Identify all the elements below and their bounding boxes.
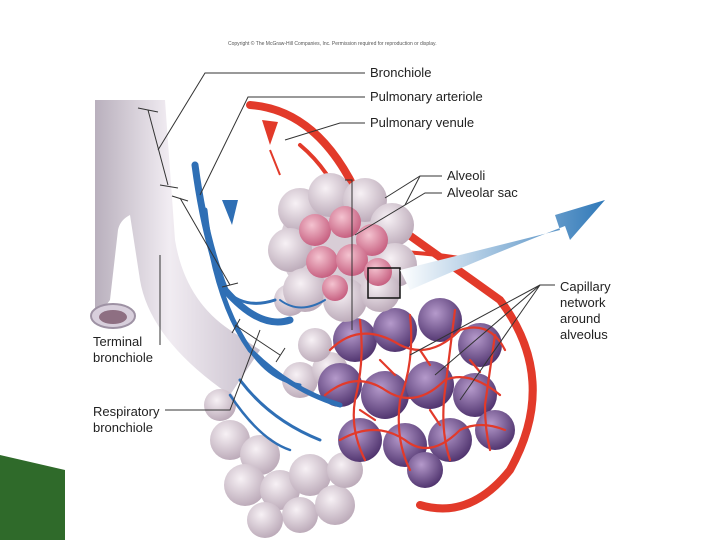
label-bronchiole: Bronchiole — [370, 65, 432, 80]
label-terminal-line2: bronchiole — [93, 350, 153, 365]
label-alveoli: Alveoli — [447, 168, 486, 183]
detail-box — [367, 267, 401, 299]
air-flow-arrow — [400, 200, 605, 290]
label-capillary-line4: alveolus — [560, 327, 608, 342]
label-respiratory-bronchiole: Respiratory bronchiole — [93, 404, 159, 436]
label-pulmonary-venule: Pulmonary venule — [370, 115, 475, 130]
copyright-notice: Copyright © The McGraw-Hill Companies, I… — [228, 41, 437, 47]
label-capillary-line2: network — [560, 295, 606, 310]
label-pulmonary-arteriole: Pulmonary arteriole — [370, 89, 483, 104]
alveolar-sac — [268, 173, 417, 322]
venule-flow-arrow — [262, 120, 278, 145]
capillary-network — [323, 308, 507, 472]
label-capillary-line3: around — [560, 311, 601, 326]
label-respiratory-line1: Respiratory — [93, 404, 160, 419]
leader-lines — [137, 72, 555, 411]
arteriole-flow-arrow — [222, 200, 238, 225]
bronchiole-tube — [90, 100, 260, 395]
label-terminal-bronchiole: Terminal bronchiole — [93, 334, 153, 366]
label-terminal-line1: Terminal — [93, 334, 143, 349]
label-capillary-line1: Capillary — [560, 279, 611, 294]
pulmonary-arteriole — [191, 161, 343, 452]
label-capillary-network: Capillary network around alveolus — [560, 279, 611, 343]
label-respiratory-line2: bronchiole — [93, 420, 153, 435]
label-alveolar-sac: Alveolar sac — [447, 185, 518, 200]
respiratory-alveoli-cluster — [204, 284, 363, 538]
corner-decoration — [0, 455, 65, 540]
